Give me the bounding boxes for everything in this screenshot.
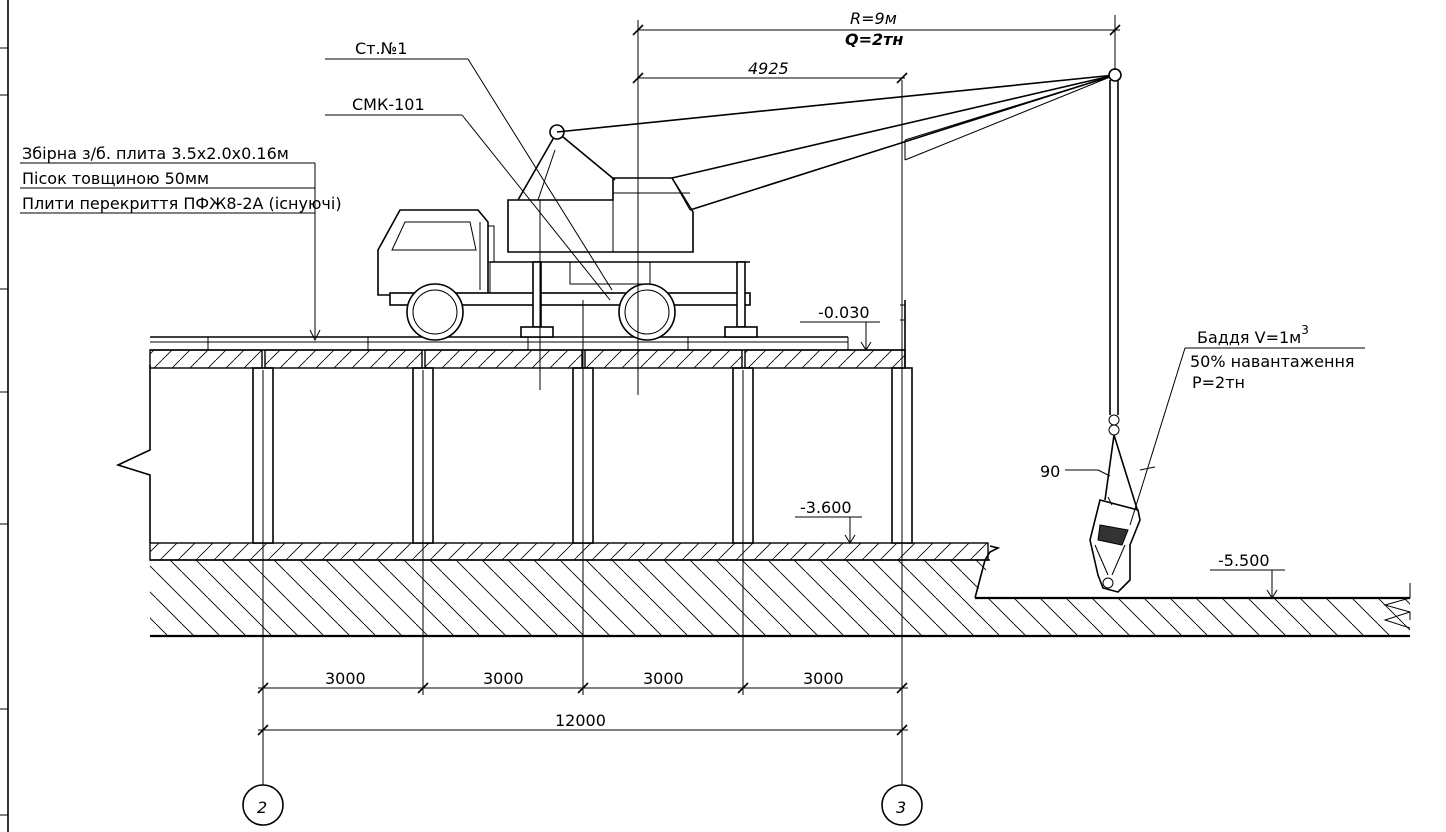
leaders	[20, 58, 1365, 526]
lower-floor-slab	[149, 542, 989, 561]
hook-assembly	[1104, 80, 1139, 513]
bucket-load-label: 50% навантаження	[1190, 352, 1355, 371]
bottom-dimensions	[257, 682, 908, 736]
layer1-label: Збірна з/б. плита 3.5х2.0х0.16м	[22, 144, 289, 163]
angle-label: 90	[1040, 462, 1060, 481]
floor-slabs	[149, 349, 906, 369]
elevation-top-label: -0.030	[818, 303, 870, 322]
top-dimensions	[632, 24, 1121, 84]
layer2-label: Пісок товщиною 50мм	[22, 169, 209, 188]
elevation-mid-label: -3.600	[800, 498, 852, 517]
radius-label: R=9м	[850, 9, 897, 28]
station-label: Ст.№1	[355, 39, 407, 58]
span-2-label: 3000	[483, 669, 524, 688]
capacity-label: Q=2тн	[845, 30, 903, 49]
elevation-low-label: -5.500	[1218, 551, 1270, 570]
axis-bubbles	[242, 784, 923, 826]
span-1-label: 3000	[325, 669, 366, 688]
frame-border	[0, 0, 9, 832]
wall-break-left	[115, 365, 151, 543]
dim-4925-label: 4925	[748, 59, 789, 78]
crane-model-label: СМК-101	[352, 95, 425, 114]
axis-2-label: 2	[257, 798, 267, 817]
span-3-label: 3000	[643, 669, 684, 688]
axis-3-label: 3	[896, 798, 906, 817]
bucket-volume-superscript: 3	[1301, 323, 1309, 337]
axis-lines	[262, 15, 1116, 785]
bucket	[1089, 496, 1141, 593]
bucket-weight-label: P=2тн	[1192, 373, 1245, 392]
elevation-marks	[795, 321, 1285, 599]
crane-truck	[377, 124, 758, 341]
span-total-label: 12000	[555, 711, 606, 730]
span-4-label: 3000	[803, 669, 844, 688]
layer3-label: Плити перекриття ПФЖ8-2А (існуючі)	[22, 194, 342, 213]
bucket-volume-label: Баддя V=1м3	[1197, 323, 1309, 347]
